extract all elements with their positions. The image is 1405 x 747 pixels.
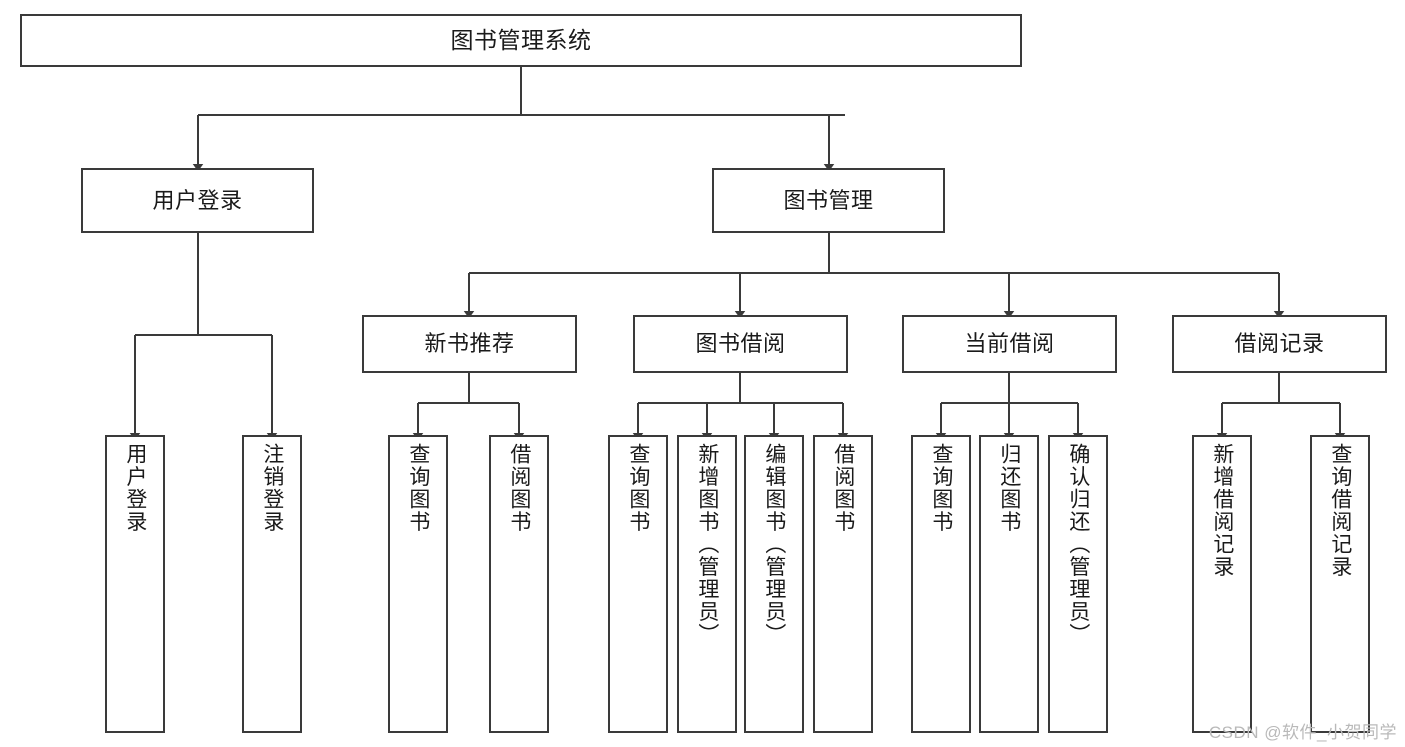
node-borrow-record[interactable]: 借阅记录 — [1172, 315, 1387, 373]
node-label: 查询图书 — [929, 443, 953, 533]
node-current-borrow[interactable]: 当前借阅 — [902, 315, 1117, 373]
node-label: 新书推荐 — [424, 331, 515, 357]
node-leaf-borrow-book-1[interactable]: 借阅图书 — [489, 435, 549, 733]
node-label: 用户登录 — [152, 187, 243, 213]
node-book-manage[interactable]: 图书管理 — [712, 168, 945, 233]
node-leaf-add-book[interactable]: 新增图书（管理员） — [677, 435, 737, 733]
node-leaf-confirm-return[interactable]: 确认归还（管理员） — [1048, 435, 1108, 733]
node-label: 新增借阅记录 — [1210, 443, 1234, 578]
node-label: 新增图书（管理员） — [695, 443, 719, 646]
node-label: 编辑图书（管理员） — [762, 443, 786, 646]
node-label: 查询图书 — [626, 443, 650, 533]
node-leaf-query-book-2[interactable]: 查询图书 — [608, 435, 668, 733]
node-leaf-query-book-3[interactable]: 查询图书 — [911, 435, 971, 733]
node-label: 借阅记录 — [1234, 331, 1325, 357]
node-leaf-logout-login[interactable]: 注销登录 — [242, 435, 302, 733]
node-label: 用户登录 — [123, 443, 147, 533]
node-label: 注销登录 — [260, 443, 284, 533]
node-root-book-management-system[interactable]: 图书管理系统 — [20, 14, 1022, 67]
node-label: 查询图书 — [406, 443, 430, 533]
node-label: 图书管理系统 — [450, 27, 592, 54]
node-label: 当前借阅 — [964, 331, 1055, 357]
node-leaf-return-book[interactable]: 归还图书 — [979, 435, 1039, 733]
node-leaf-query-record[interactable]: 查询借阅记录 — [1310, 435, 1370, 733]
node-leaf-query-book-1[interactable]: 查询图书 — [388, 435, 448, 733]
node-label: 借阅图书 — [507, 443, 531, 533]
node-leaf-add-record[interactable]: 新增借阅记录 — [1192, 435, 1252, 733]
node-label: 查询借阅记录 — [1328, 443, 1352, 578]
node-leaf-user-login[interactable]: 用户登录 — [105, 435, 165, 733]
node-book-borrow[interactable]: 图书借阅 — [633, 315, 848, 373]
node-label: 借阅图书 — [831, 443, 855, 533]
csdn-watermark: CSDN @软件_小贺同学 — [1208, 723, 1397, 742]
node-leaf-borrow-book-2[interactable]: 借阅图书 — [813, 435, 873, 733]
node-label: 归还图书 — [997, 443, 1021, 533]
node-label: 图书借阅 — [695, 331, 786, 357]
node-label: 确认归还（管理员） — [1066, 443, 1090, 646]
node-new-book-recommend[interactable]: 新书推荐 — [362, 315, 577, 373]
node-leaf-edit-book[interactable]: 编辑图书（管理员） — [744, 435, 804, 733]
node-user-login[interactable]: 用户登录 — [81, 168, 314, 233]
node-label: 图书管理 — [783, 187, 874, 213]
